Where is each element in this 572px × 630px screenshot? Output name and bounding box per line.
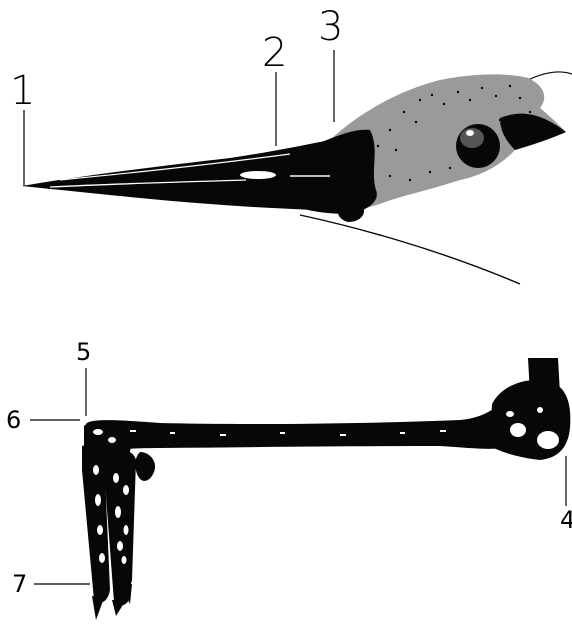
leg-panel: [82, 358, 570, 620]
throat-line: [300, 215, 520, 284]
crest-hair: [528, 72, 572, 80]
callout-1: 1: [10, 68, 35, 114]
claw-outer: [92, 596, 104, 620]
ankle-joint: [490, 380, 570, 460]
callout-5: 5: [76, 338, 91, 366]
claw-middle: [112, 600, 126, 616]
hallux: [135, 452, 155, 481]
eye: [456, 124, 500, 168]
callout-6: 6: [6, 406, 21, 434]
head-panel: [22, 72, 572, 284]
callout-7: 7: [12, 570, 27, 598]
callout-3: 3: [318, 4, 343, 50]
bill: [22, 140, 347, 210]
nostril: [240, 171, 276, 179]
tarsus: [86, 404, 500, 452]
callout-2: 2: [262, 30, 287, 76]
callout-4: 4: [560, 506, 572, 534]
